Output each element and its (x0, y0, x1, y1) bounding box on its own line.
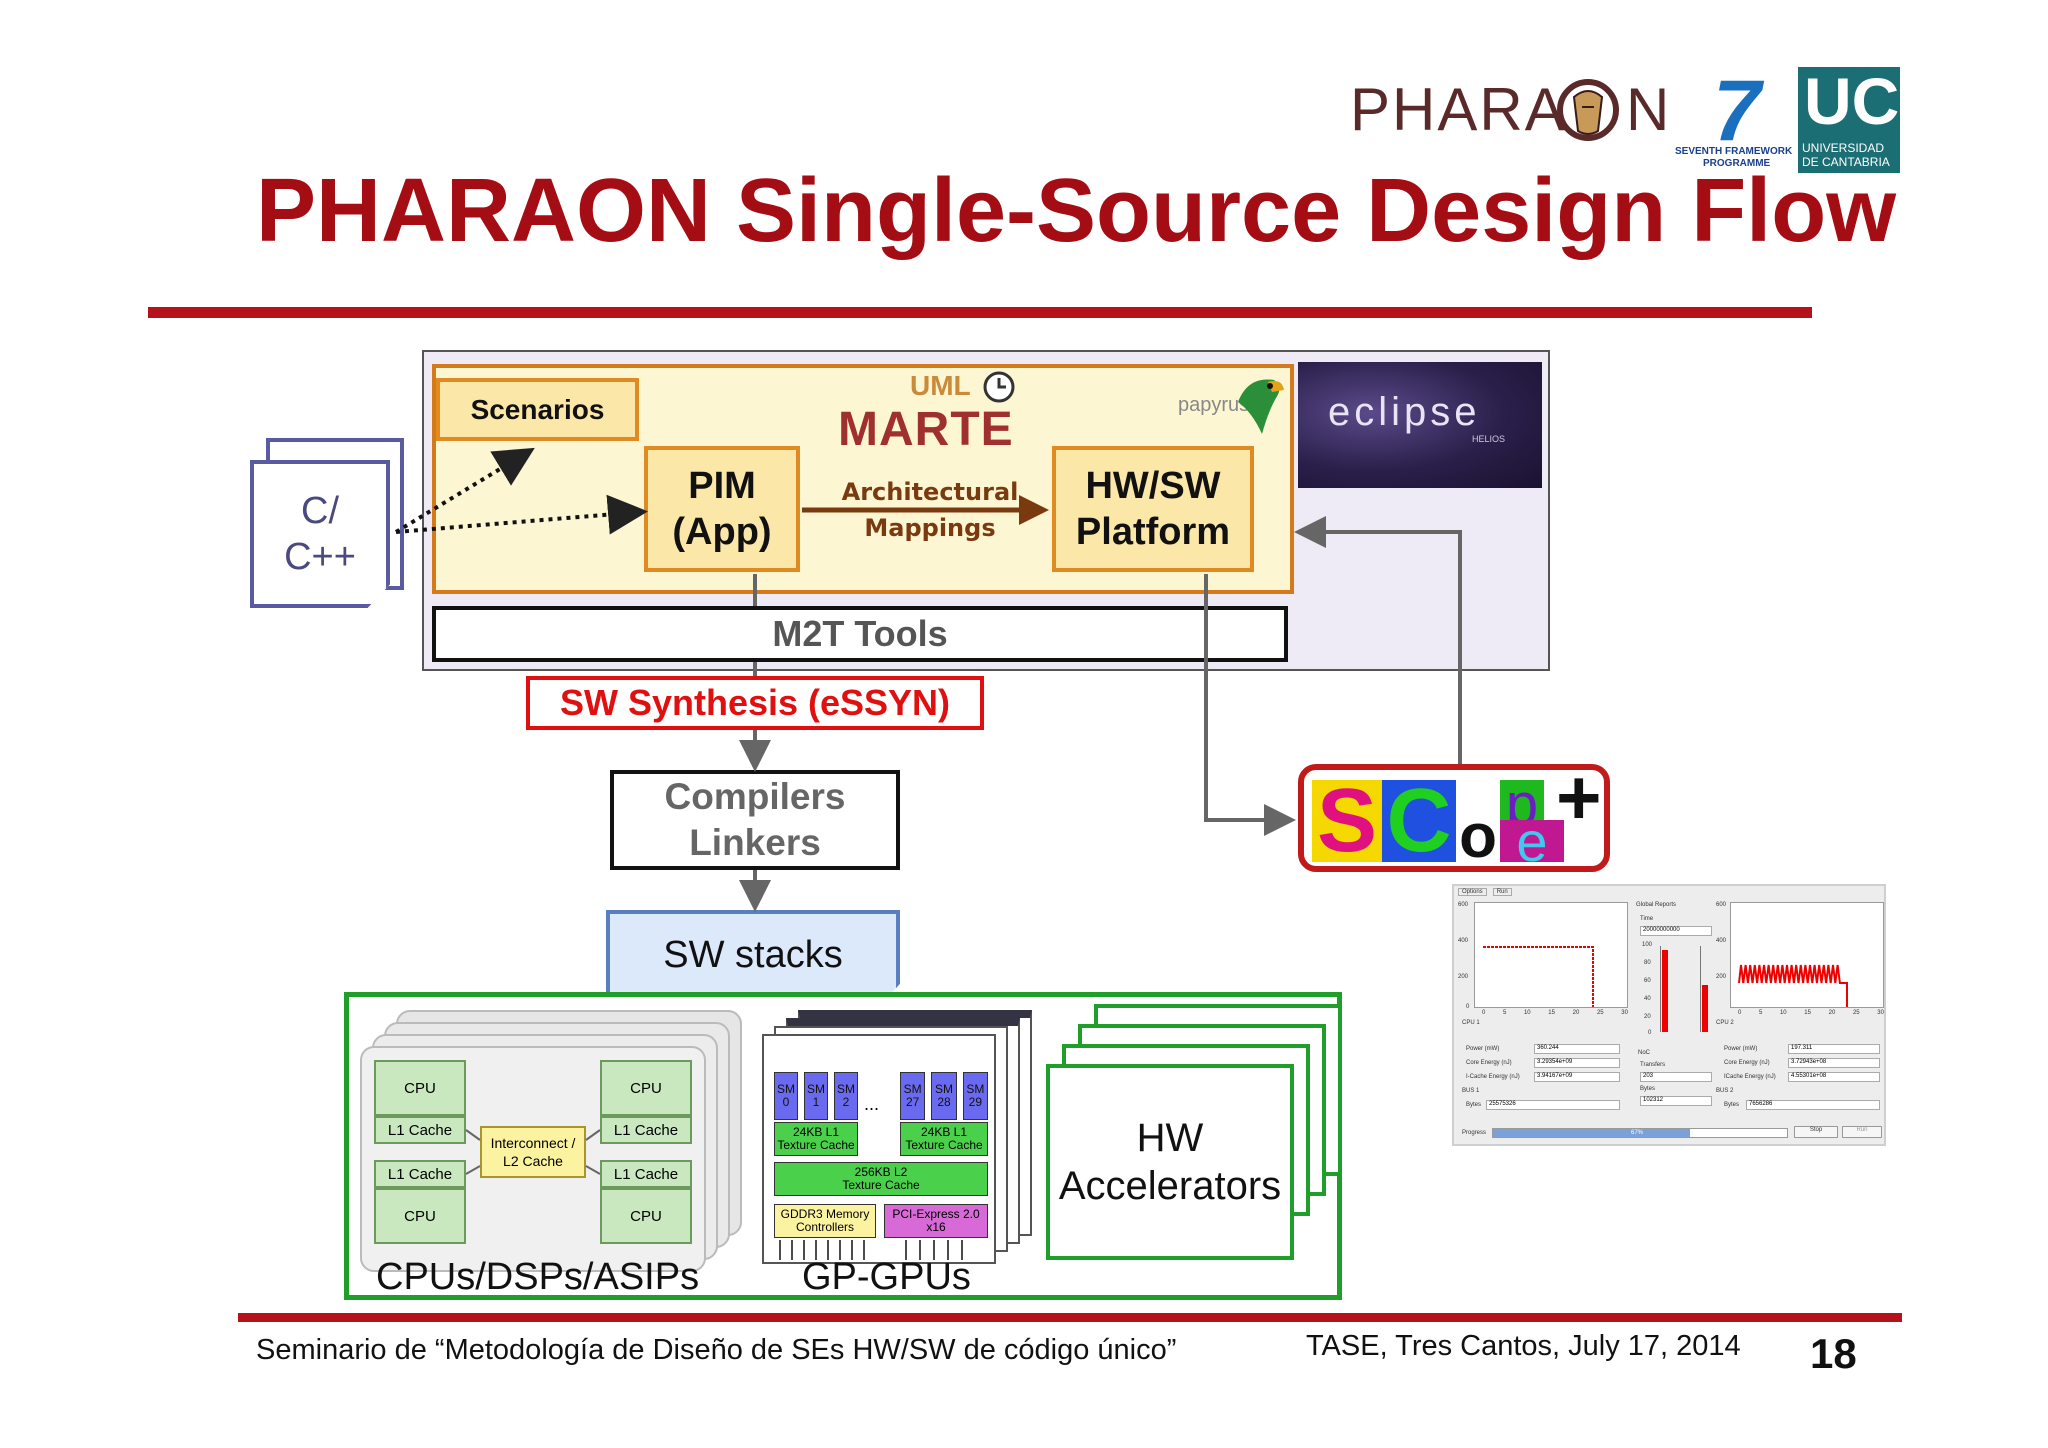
gpu-io-pins (779, 1240, 963, 1260)
cpu-cluster: CPU L1 Cache L1 Cache CPU CPU L1 Cache L… (360, 1010, 750, 1272)
footer-event: TASE, Tres Cantos, July 17, 2014 (1306, 1330, 1741, 1362)
sm-ellipsis: ... (864, 1094, 880, 1114)
hw-sw-platform-box: HW/SW Platform (1052, 446, 1254, 572)
sw-stacks-box: SW stacks (606, 910, 900, 1000)
m2t-tools-bar: M2T Tools (432, 606, 1288, 662)
source-to-pim-arrow (395, 494, 648, 535)
scope-plus-logo: S C o p e + (1298, 764, 1610, 872)
sw-synthesis-box: SW Synthesis (eSSYN) (526, 676, 984, 730)
fp7-logo: 7 SEVENTH FRAMEWORK PROGRAMME (1675, 63, 1793, 169)
slide-title: PHARAON Single-Source Design Flow (256, 161, 1897, 261)
source-file-icon: C/ C++ (250, 438, 406, 608)
global-bar-chart: 100 80 60 40 20 0 (1642, 942, 1712, 1036)
cpu-block: CPU (374, 1188, 466, 1244)
uc-logo: UC UNIVERSIDAD DE CANTABRIA (1798, 64, 1900, 173)
bird-icon (1238, 379, 1284, 434)
cpu1-power-chart (1474, 902, 1628, 1008)
time-field: 20000000000 (1640, 926, 1712, 936)
page-number: 18 (1810, 1330, 1857, 1377)
papyrus-logo: papyrus (1176, 372, 1286, 442)
scenarios-box: Scenarios (436, 378, 639, 441)
cpu-block: CPU (374, 1060, 466, 1116)
cpu-block: CPU (600, 1060, 692, 1116)
source-to-scenarios-arrow (394, 447, 535, 534)
clock-icon (983, 371, 1015, 403)
gpu-group-label: GP-GPUs (802, 1256, 971, 1298)
progress-bar: 67% (1492, 1128, 1788, 1138)
global-bar-2 (1702, 984, 1708, 1032)
uml-marte-logo: UML MARTE (830, 368, 1030, 456)
platform-to-scope-arrow (1204, 574, 1296, 836)
compilers-linkers-box: Compilers Linkers (610, 770, 900, 870)
run-button[interactable]: Run (1842, 1126, 1882, 1138)
footer-rule (238, 1313, 1902, 1322)
pim-box: PIM (App) (644, 446, 800, 572)
cpu2-power-chart (1730, 902, 1884, 1008)
l1-cache-block: L1 Cache (600, 1160, 692, 1188)
footer-seminar: Seminario de “Metodología de Diseño de S… (256, 1334, 1177, 1366)
scope-to-platform-arrow (1294, 516, 1462, 764)
stop-button[interactable]: Stop (1794, 1126, 1838, 1138)
hw-accelerators-stack: HW Accelerators (1046, 1004, 1346, 1266)
global-bar-1 (1662, 950, 1668, 1032)
cpu-group-label: CPUs/DSPs/ASIPs (376, 1256, 700, 1298)
gui-menu: Options Run (1458, 888, 1512, 896)
eclipse-logo: eclipse HELIOS (1298, 362, 1542, 488)
cpu-block: CPU (600, 1188, 692, 1244)
l1-cache-block: L1 Cache (374, 1116, 466, 1144)
title-rule (148, 307, 1812, 318)
pharaon-logo: PHARA N (1350, 76, 1670, 143)
l1-cache-block: L1 Cache (600, 1116, 692, 1144)
l1-cache-block: L1 Cache (374, 1160, 466, 1188)
progress-fill (1493, 1129, 1690, 1137)
architectural-mappings-label: Architectural Mappings (841, 478, 1019, 542)
pharaon-mask-icon (1557, 79, 1619, 141)
cpu2-power-trace (1738, 964, 1848, 1007)
interconnect-block: Interconnect / L2 Cache (480, 1126, 586, 1178)
